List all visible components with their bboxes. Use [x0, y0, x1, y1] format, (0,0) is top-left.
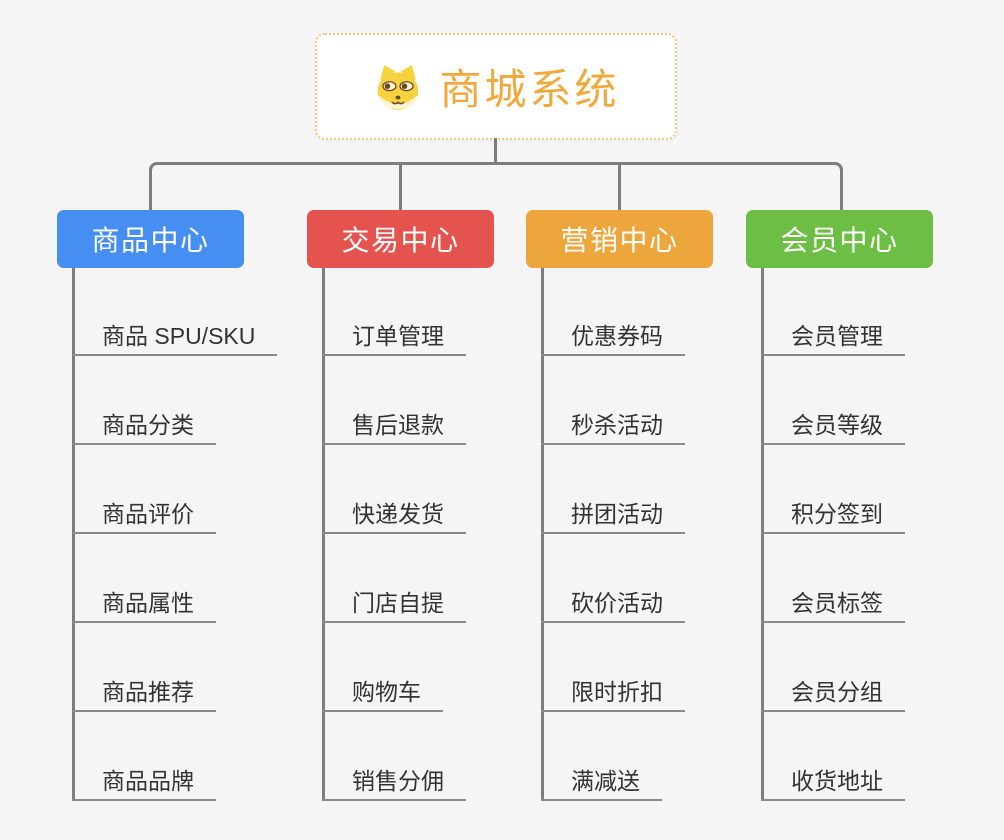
sub-item[interactable]: 拼团活动 — [541, 498, 685, 534]
connector-spine-member — [761, 268, 764, 801]
sub-item[interactable]: 限时折扣 — [541, 676, 685, 712]
sub-item[interactable]: 商品推荐 — [72, 676, 216, 712]
sub-item[interactable]: 会员等级 — [761, 409, 905, 445]
root-node-mall-system[interactable]: 商城系统 — [315, 33, 677, 140]
sub-item[interactable]: 优惠券码 — [541, 320, 685, 356]
dog-face-icon — [378, 64, 419, 110]
connector-root-stub — [494, 138, 497, 165]
branch-trade-center[interactable]: 交易中心 — [307, 210, 494, 268]
sub-item[interactable]: 快递发货 — [322, 498, 466, 534]
sub-item[interactable]: 商品评价 — [72, 498, 216, 534]
connector-spine-product — [72, 268, 75, 801]
sub-item[interactable]: 砍价活动 — [541, 587, 685, 623]
branch-label: 会员中心 — [780, 225, 899, 256]
connector-spine-trade — [322, 268, 325, 801]
sub-item[interactable]: 销售分佣 — [322, 765, 466, 801]
sub-item[interactable]: 订单管理 — [322, 320, 466, 356]
connector-spine-marketing — [541, 268, 544, 801]
sub-item[interactable]: 售后退款 — [322, 409, 466, 445]
branch-label: 商品中心 — [91, 225, 210, 256]
sub-item[interactable]: 会员标签 — [761, 587, 905, 623]
connector-bus — [149, 162, 843, 210]
connector-drop-marketing — [618, 165, 621, 210]
branch-label: 交易中心 — [341, 225, 460, 256]
sub-item[interactable]: 商品品牌 — [72, 765, 216, 801]
sub-item[interactable]: 购物车 — [322, 676, 443, 712]
sub-item[interactable]: 商品 SPU/SKU — [72, 320, 278, 356]
sub-item[interactable]: 会员分组 — [761, 676, 905, 712]
connector-drop-trade — [399, 165, 402, 210]
sub-item[interactable]: 秒杀活动 — [541, 409, 685, 445]
root-title: 商城系统 — [439, 66, 620, 113]
sub-item[interactable]: 商品分类 — [72, 409, 216, 445]
sub-item[interactable]: 商品属性 — [72, 587, 216, 623]
branch-marketing-center[interactable]: 营销中心 — [526, 210, 713, 268]
sub-item[interactable]: 积分签到 — [761, 498, 905, 534]
branch-product-center[interactable]: 商品中心 — [57, 210, 244, 268]
sub-item[interactable]: 门店自提 — [322, 587, 466, 623]
sub-item[interactable]: 满减送 — [541, 765, 662, 801]
branch-member-center[interactable]: 会员中心 — [746, 210, 933, 268]
branch-label: 营销中心 — [560, 225, 679, 256]
sub-item[interactable]: 收货地址 — [761, 765, 905, 801]
sub-item[interactable]: 会员管理 — [761, 320, 905, 356]
